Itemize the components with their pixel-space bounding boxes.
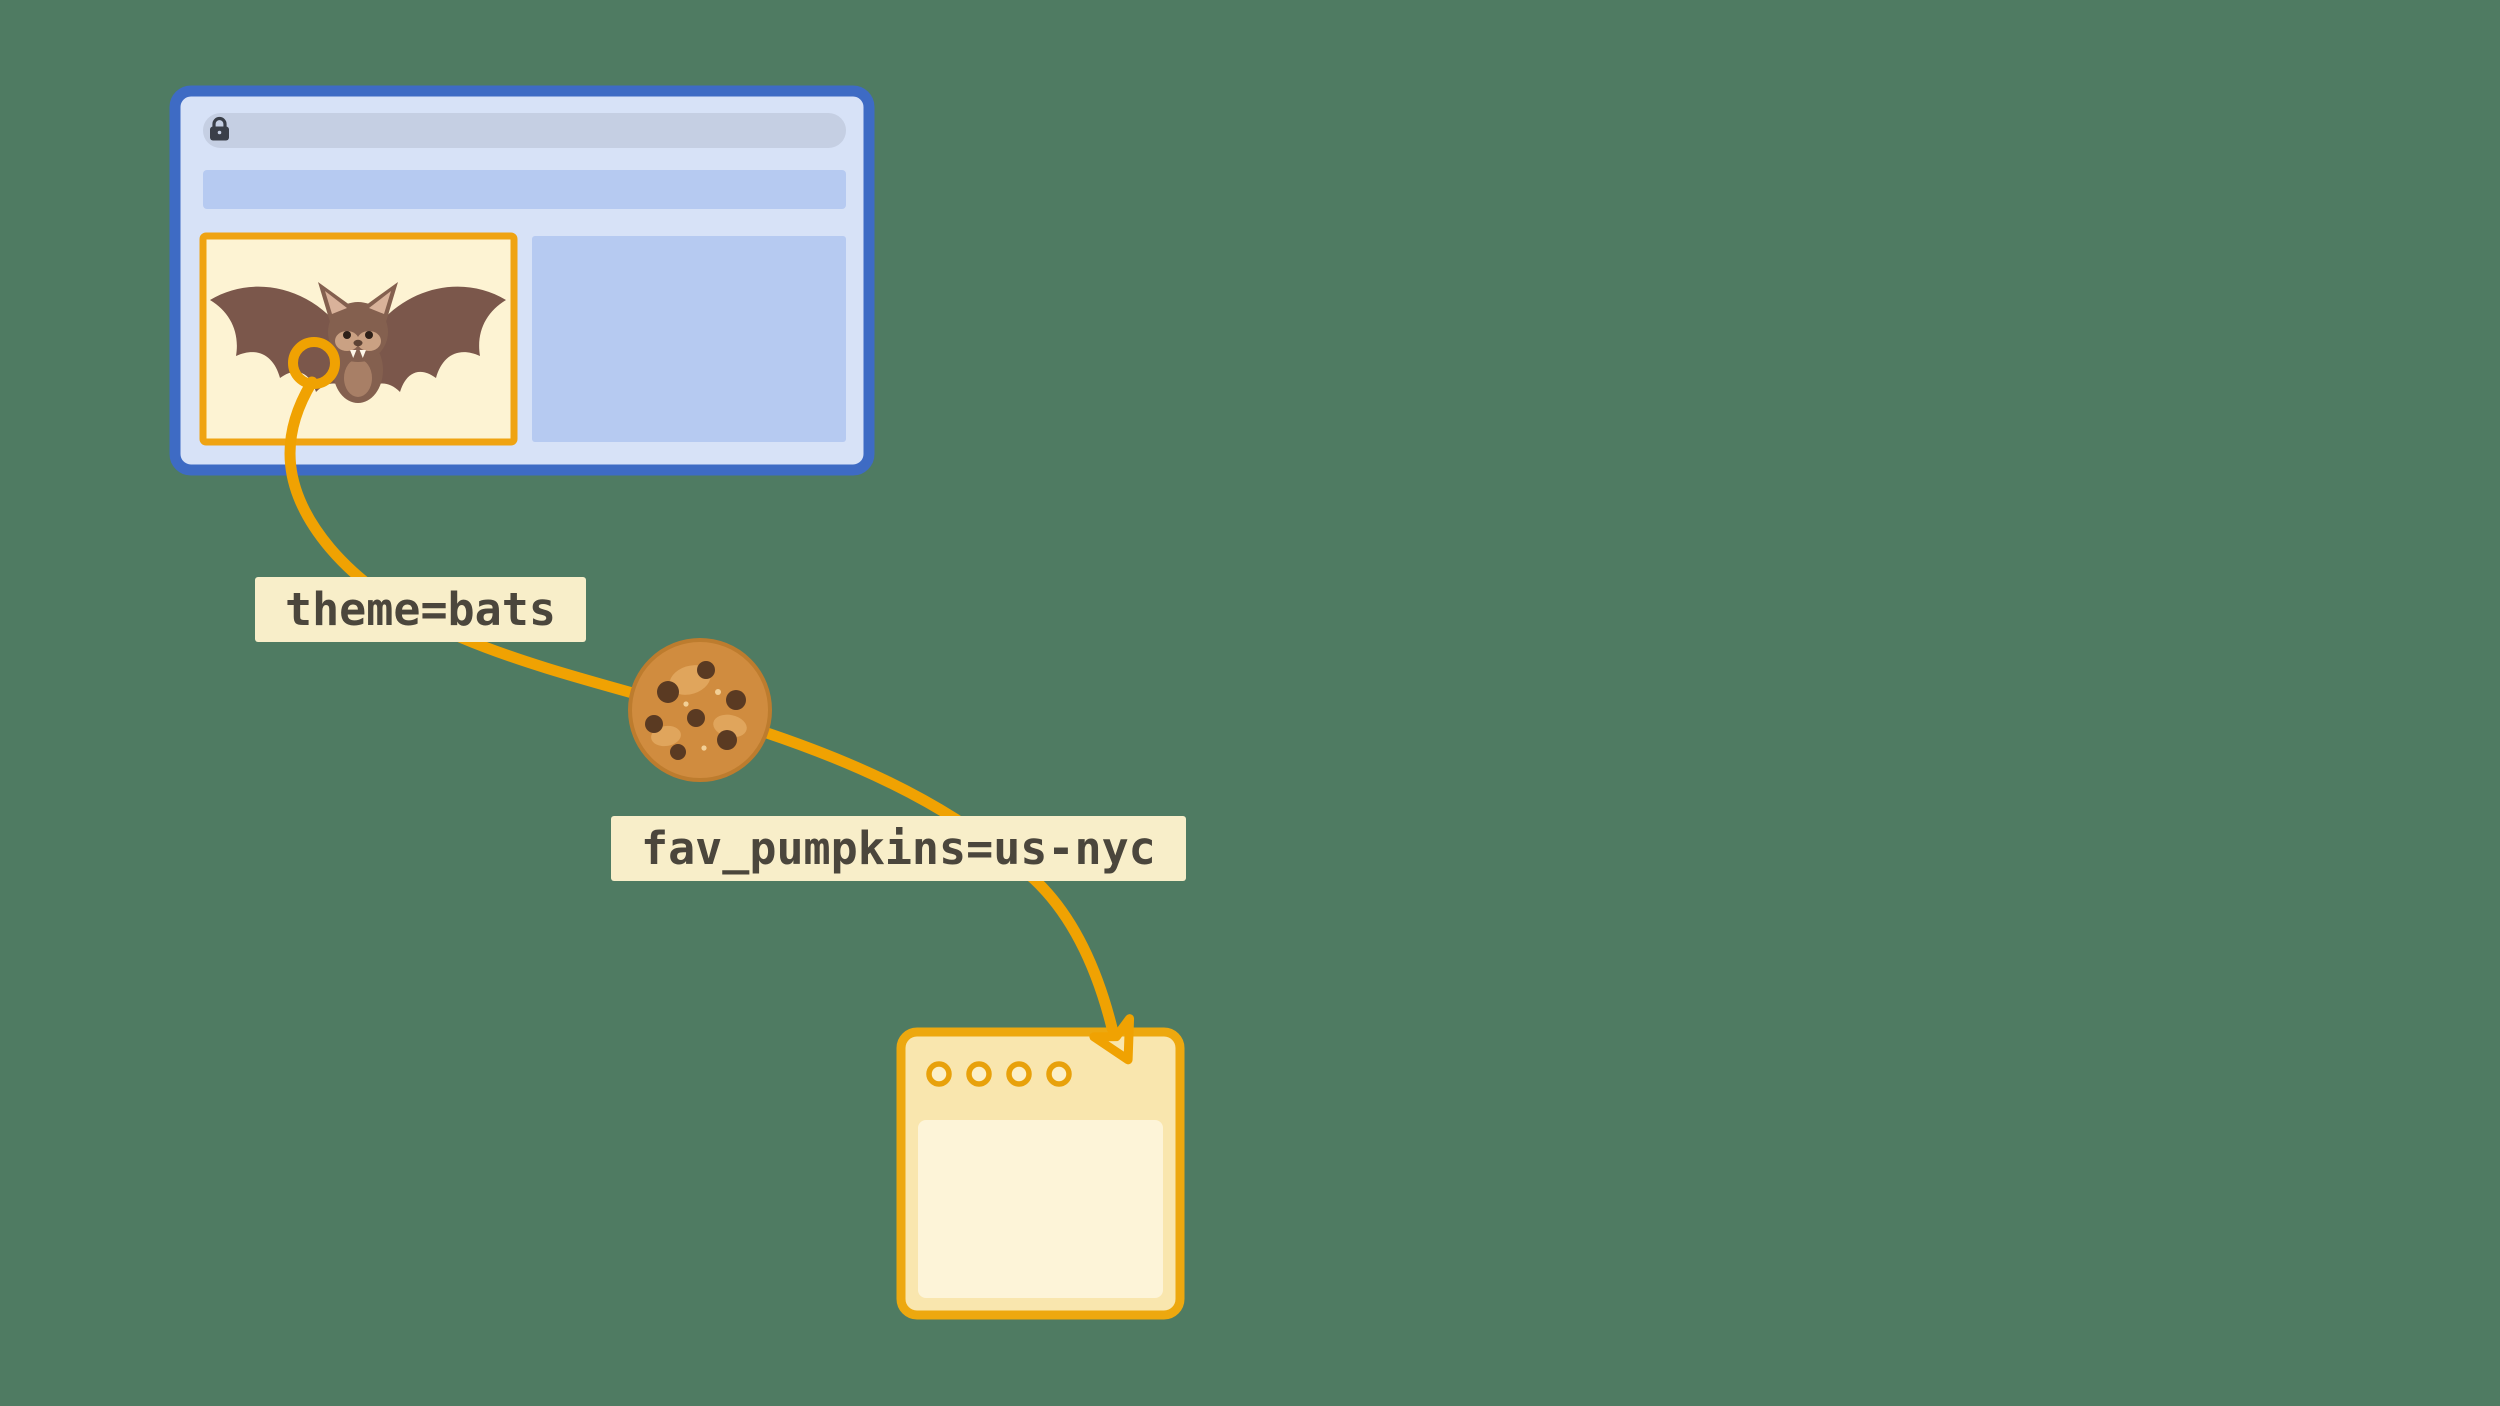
address-bar	[203, 113, 846, 148]
browser-toolbar	[203, 170, 846, 209]
cookie-icon	[628, 638, 772, 782]
server-window	[896, 1027, 1185, 1320]
browser-window	[169, 85, 875, 476]
bat-icon	[210, 282, 506, 403]
arrowhead-icon	[1089, 1014, 1135, 1065]
cookie-label-theme: theme=bats	[255, 577, 586, 642]
lock-icon	[210, 116, 229, 141]
server-body	[918, 1120, 1163, 1298]
cord-ring	[288, 337, 340, 389]
server-dots	[926, 1061, 1072, 1087]
cookie-label-fav-pumpkins: fav_pumpkins=us-nyc	[611, 816, 1186, 881]
content-panel-secondary	[532, 236, 846, 442]
